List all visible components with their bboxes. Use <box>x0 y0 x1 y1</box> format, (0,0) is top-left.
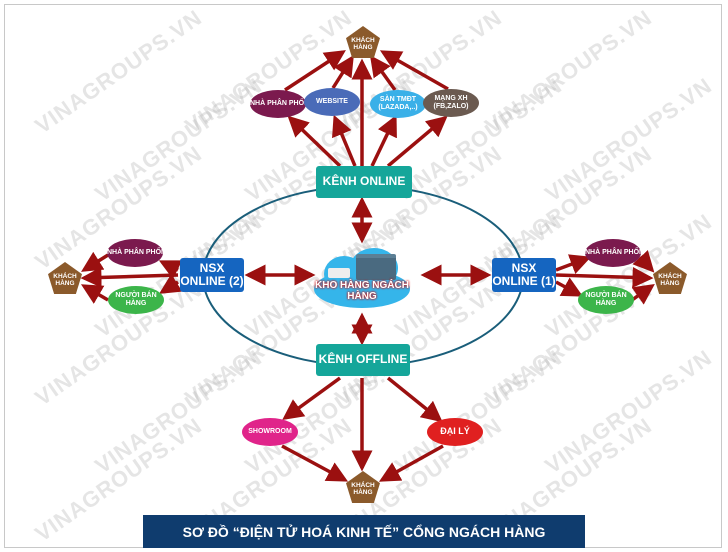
warehouse-icon <box>356 254 396 280</box>
seller-left: NGƯỜI BÁN HÀNG <box>108 286 164 314</box>
ecommerce-node: SÀN TMĐT (LAZADA,..) <box>370 90 426 118</box>
flow-arrow <box>632 250 655 273</box>
flow-arrow <box>331 55 354 89</box>
seller-right: NGƯỜI BÁN HÀNG <box>578 286 634 314</box>
flow-arrow <box>287 115 342 168</box>
flow-arrow <box>158 260 183 280</box>
flow-arrow <box>555 254 592 274</box>
flow-arrow <box>332 114 357 167</box>
diagram-title: SƠ ĐỒ “ĐIỆN TỬ HOÁ KINH TẾ” CỔNG NGÁCH H… <box>143 515 585 548</box>
flow-arrow <box>370 114 397 167</box>
flow-arrow <box>386 376 443 423</box>
social-network-node: MẠNG XH (FB,ZALO) <box>423 89 479 117</box>
distributor-right: NHÀ PHÂN PHỐI <box>585 239 641 267</box>
flow-arrow <box>386 115 448 168</box>
flow-arrow <box>80 284 109 304</box>
agency-node: ĐẠI LÝ <box>427 418 483 446</box>
flow-arrow <box>379 50 449 91</box>
flow-arrow <box>281 444 349 482</box>
flow-arrow <box>369 55 397 92</box>
online-channel-box: KÊNH ONLINE <box>316 166 412 198</box>
flow-arrow <box>81 251 109 272</box>
distributor-top: NHÀ PHÂN PHỐI <box>250 90 306 118</box>
showroom-node: SHOWROOM <box>242 418 298 446</box>
flow-arrow <box>282 376 342 421</box>
website-node: WEBSITE <box>304 88 360 116</box>
warehouse-cloud: KHO HÀNG NGÁCH HÀNG <box>314 248 410 308</box>
nsx-online-2-box: NSX ONLINE (2) <box>180 258 244 292</box>
flow-arrow <box>555 266 654 288</box>
warehouse-label: KHO HÀNG NGÁCH HÀNG <box>315 280 409 302</box>
flow-arrow <box>378 444 444 482</box>
flow-arrow <box>80 266 179 288</box>
flow-arrow <box>284 50 346 92</box>
flow-arrow <box>555 277 584 297</box>
distributor-left: NHÀ PHÂN PHỐI <box>107 239 163 267</box>
flow-arrow <box>630 283 655 305</box>
truck-icon <box>328 268 350 278</box>
nsx-online-1-box: NSX ONLINE (1) <box>492 258 556 292</box>
flow-arrow <box>159 273 183 294</box>
offline-channel-box: KÊNH OFFLINE <box>316 344 410 376</box>
